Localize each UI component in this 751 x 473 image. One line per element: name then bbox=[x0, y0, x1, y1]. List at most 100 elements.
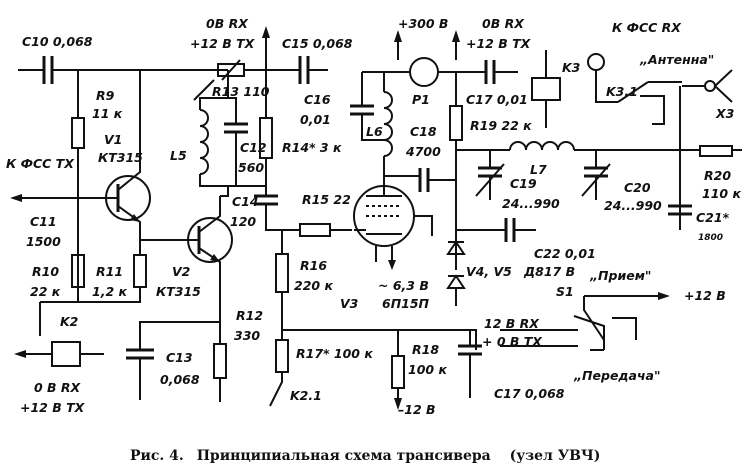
label-priem: „Прием" bbox=[589, 268, 651, 283]
label-switch-tx: + 0 В ТХ bbox=[482, 334, 543, 349]
tube-amplifier-stage bbox=[350, 30, 680, 306]
inductor-l7 bbox=[509, 141, 575, 151]
label-c20-value: 24...990 bbox=[604, 198, 662, 213]
label-supply2-tx: +12 В ТХ bbox=[466, 36, 532, 51]
label-c13-value: 0,068 bbox=[160, 372, 200, 387]
relay-k3 bbox=[531, 77, 561, 101]
label-antenna: „Антенна" bbox=[639, 52, 714, 67]
label-c13: C13 bbox=[166, 350, 193, 365]
resistor-r20 bbox=[699, 145, 733, 157]
switch-s1 bbox=[500, 292, 670, 351]
label-r10-value: 22 к bbox=[30, 284, 61, 299]
label-v2-type: КТ315 bbox=[156, 284, 201, 299]
label-supply1-tx: +12 В ТХ bbox=[190, 36, 256, 51]
label-minus12: –12 В bbox=[398, 402, 436, 417]
label-c21-value: 1800 bbox=[698, 233, 723, 243]
connector-x3 bbox=[704, 80, 716, 92]
label-v2: V2 bbox=[172, 264, 190, 279]
label-c12-value: 560 bbox=[238, 160, 264, 175]
label-r10: R10 bbox=[32, 264, 59, 279]
label-v4v5: V4, V5 bbox=[466, 264, 512, 279]
resistor-r11 bbox=[133, 254, 147, 288]
label-p1: P1 bbox=[412, 92, 430, 107]
label-l7: L7 bbox=[530, 162, 547, 177]
label-k2: K2 bbox=[60, 314, 78, 329]
input-transistor-stage bbox=[10, 26, 352, 402]
label-k21: K2.1 bbox=[290, 388, 322, 403]
label-r17: R17* 100 к bbox=[296, 346, 373, 361]
label-v3: V3 bbox=[340, 296, 358, 311]
label-r14: R14* 3 к bbox=[282, 140, 342, 155]
label-r12: R12 bbox=[236, 308, 263, 323]
label-c20: C20 bbox=[624, 180, 651, 195]
label-supply1-rx: 0В RX bbox=[206, 16, 249, 31]
label-k31: K3.1 bbox=[606, 84, 638, 99]
label-peredacha: „Передача" bbox=[573, 368, 660, 383]
label-r18-value: 100 к bbox=[408, 362, 447, 377]
label-c16: C16 bbox=[304, 92, 331, 107]
label-c19-value: 24...990 bbox=[502, 196, 560, 211]
label-supply2-rx: 0В RX bbox=[482, 16, 525, 31]
label-r13: R13 110 bbox=[212, 84, 270, 99]
label-k3: K3 bbox=[562, 60, 580, 75]
label-fss-tx: К ФСС ТХ bbox=[6, 156, 75, 171]
label-c22: C22 0,01 bbox=[534, 246, 596, 261]
label-switch-rx: 12 В RX bbox=[484, 316, 540, 331]
label-c12: C12 bbox=[240, 140, 267, 155]
label-l5: L5 bbox=[170, 148, 187, 163]
label-c17a: C17 0,01 bbox=[466, 92, 528, 107]
resistor-r19 bbox=[449, 105, 463, 141]
label-r12-value: 330 bbox=[234, 328, 260, 343]
label-c11: C11 bbox=[30, 214, 57, 229]
label-c14: C14 bbox=[232, 194, 259, 209]
label-r16-value: 220 к bbox=[294, 278, 333, 293]
figure-caption: Рис. 4. Принципиальная схема трансивера … bbox=[130, 448, 600, 464]
label-r19: R19 22 к bbox=[470, 118, 532, 133]
resistor-r17 bbox=[275, 339, 289, 373]
relay-k2 bbox=[51, 341, 81, 367]
resistor-r18 bbox=[391, 355, 405, 389]
label-hv: +300 В bbox=[398, 16, 448, 31]
zener-v4 bbox=[446, 240, 466, 255]
component-labels: C10 0,068 R9 11 к V1 КТ315 К ФСС ТХ C11 … bbox=[6, 16, 741, 417]
label-v3-type: 6П15П bbox=[382, 296, 430, 311]
resistor-r15 bbox=[299, 223, 331, 237]
label-fss-rx: К ФСС RX bbox=[612, 20, 682, 35]
resistor-r13 bbox=[217, 63, 245, 77]
label-r9: R9 bbox=[96, 88, 115, 103]
label-k2-tx: +12 В ТХ bbox=[20, 400, 86, 415]
label-c19: C19 bbox=[510, 176, 537, 191]
label-r20-value: 110 к bbox=[702, 186, 741, 201]
label-c11-value: 1500 bbox=[26, 234, 61, 249]
label-r16: R16 bbox=[300, 258, 327, 273]
label-c16-value: 0,01 bbox=[300, 112, 331, 127]
label-c17b: C17 0,068 bbox=[494, 386, 565, 401]
label-r11: R11 bbox=[96, 264, 123, 279]
label-v1: V1 bbox=[104, 132, 122, 147]
label-c18: C18 bbox=[410, 124, 437, 139]
connector-fss-rx bbox=[587, 53, 605, 71]
label-k2-rx: 0 В RX bbox=[34, 380, 82, 395]
caption-number: Рис. 4. bbox=[130, 448, 184, 464]
label-heater: ~ 6,3 В bbox=[378, 278, 429, 293]
resistor-r9 bbox=[71, 117, 85, 149]
caption-title: Принципиальная схема трансивера bbox=[197, 448, 491, 464]
label-c15: C15 0,068 bbox=[282, 36, 353, 51]
label-r11-value: 1,2 к bbox=[92, 284, 127, 299]
label-c14-value: 120 bbox=[230, 214, 256, 229]
label-c21: C21* bbox=[696, 210, 730, 225]
label-v1-type: КТ315 bbox=[98, 150, 143, 165]
label-c18-value: 4700 bbox=[405, 144, 441, 159]
resistor-r16 bbox=[275, 253, 289, 293]
label-plus12: +12 В bbox=[684, 288, 726, 303]
label-l6: L6 bbox=[366, 124, 383, 139]
antenna-switching bbox=[587, 53, 742, 230]
label-r18: R18 bbox=[412, 342, 439, 357]
caption-note: (узел УВЧ) bbox=[510, 448, 601, 464]
label-r15: R15 22 bbox=[302, 192, 351, 207]
zener-v5 bbox=[446, 274, 466, 289]
label-r9-value: 11 к bbox=[92, 106, 123, 121]
inductor-l6 bbox=[383, 91, 393, 157]
label-x3: X3 bbox=[715, 106, 734, 121]
